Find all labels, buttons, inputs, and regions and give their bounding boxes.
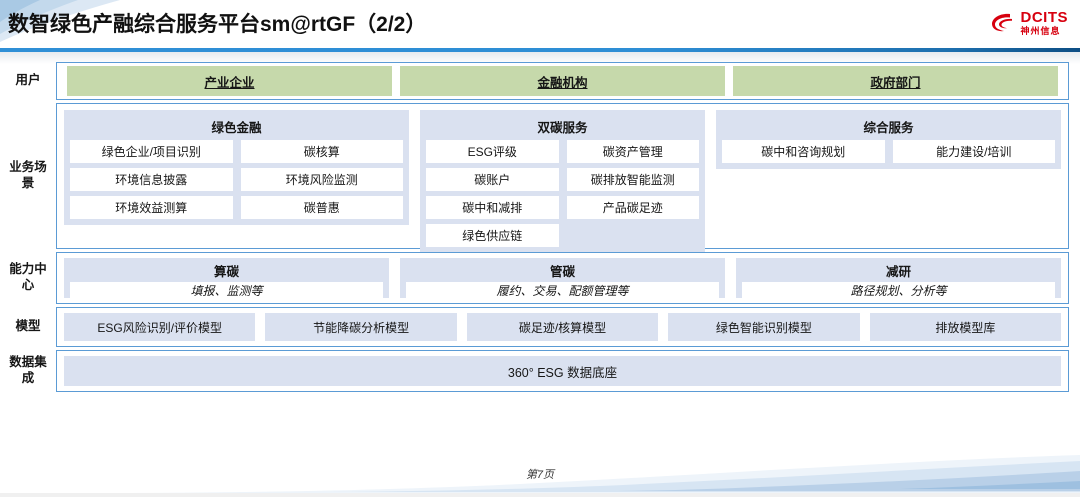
row-users: 用户 产业企业 金融机构 政府部门 — [0, 62, 1080, 100]
scenario-chip[interactable]: 碳排放智能监测 — [566, 168, 699, 191]
scenario-chip[interactable]: 产品碳足迹 — [566, 196, 699, 219]
logo-text-en: DCITS — [1020, 9, 1068, 26]
user-cell[interactable]: 产业企业 — [63, 66, 396, 96]
user-chip-financial[interactable]: 金融机构 — [400, 66, 725, 96]
panel-comprehensive-service: 综合服务 碳中和咨询规划 能力建设/培训 — [716, 110, 1061, 169]
model-container: ESG风险识别/评价模型 节能降碳分析模型 碳足迹/核算模型 绿色智能识别模型 … — [56, 307, 1069, 347]
user-cell[interactable]: 政府部门 — [729, 66, 1062, 96]
brand-logo: DCITS 神州信息 — [990, 6, 1069, 40]
title-divider-shadow — [0, 52, 1080, 64]
data-container: 360° ESG 数据底座 — [56, 350, 1069, 392]
scenario-chip[interactable]: 绿色供应链 — [426, 224, 559, 247]
row-business-scenario: 业务场景 绿色金融 绿色企业/项目识别 碳核算 环境信息披露 环境风险监测 环境… — [0, 103, 1080, 253]
model-chip[interactable]: 碳足迹/核算模型 — [466, 313, 659, 341]
title-divider — [0, 48, 1080, 52]
logo-text-cn: 神州信息 — [1020, 26, 1061, 36]
scenario-chip[interactable]: 碳核算 — [240, 140, 403, 163]
panel-green-finance: 绿色金融 绿色企业/项目识别 碳核算 环境信息披露 环境风险监测 环境效益测算 … — [64, 110, 409, 225]
model-chip[interactable]: ESG风险识别/评价模型 — [64, 313, 256, 341]
business-container: 绿色金融 绿色企业/项目识别 碳核算 环境信息披露 环境风险监测 环境效益测算 … — [56, 103, 1069, 253]
user-cell[interactable]: 金融机构 — [396, 66, 729, 96]
capability-panel-calc-carbon[interactable]: 算碳 填报、监测等 — [64, 258, 389, 299]
user-chip-government-label: 政府部门 — [870, 75, 921, 90]
scenario-chip[interactable]: 碳中和减排 — [426, 196, 559, 219]
page-title: 数智绿色产融综合服务平台sm@rtGF（2/2） — [8, 13, 427, 36]
chip-grid-comprehensive: 碳中和咨询规划 能力建设/培训 — [722, 140, 1055, 163]
row-label-business: 业务场景 — [9, 160, 47, 190]
capability-panel-reduce-research[interactable]: 减研 路径规划、分析等 — [736, 258, 1061, 299]
panel-title-green-finance: 绿色金融 — [211, 121, 262, 135]
model-chip[interactable]: 排放模型库 — [869, 313, 1062, 341]
row-label-model: 模型 — [15, 319, 41, 334]
capability-title: 管碳 — [549, 265, 575, 279]
chip-grid-green-finance: 绿色企业/项目识别 碳核算 环境信息披露 环境风险监测 环境效益测算 碳普惠 — [70, 140, 403, 219]
model-chip[interactable]: 绿色智能识别模型 — [668, 313, 860, 341]
chip-grid-dual-carbon: ESG评级 碳资产管理 碳账户 碳排放智能监测 碳中和减排 产品碳足迹 绿色供应… — [426, 140, 699, 247]
panel-title-dual-carbon: 双碳服务 — [537, 121, 588, 135]
architecture-matrix: 用户 产业企业 金融机构 政府部门 业务场景 绿色金融 — [0, 62, 1080, 395]
row-data-integration: 数据集成 360° ESG 数据底座 — [0, 350, 1080, 392]
panel-title-comprehensive: 综合服务 — [863, 121, 914, 135]
scenario-chip[interactable]: 绿色企业/项目识别 — [70, 140, 233, 163]
user-chip-government[interactable]: 政府部门 — [733, 66, 1058, 96]
capability-subtitle: 填报、监测等 — [70, 282, 383, 299]
dcits-swoosh-icon — [990, 11, 1016, 35]
user-chip-financial-label: 金融机构 — [537, 75, 588, 90]
users-container: 产业企业 金融机构 政府部门 — [56, 62, 1069, 100]
row-capability-center: 能力中心 算碳 填报、监测等 管碳 履约、交易、配额管理等 减研 路径规划、分析… — [0, 252, 1080, 304]
panel-dual-carbon: 双碳服务 ESG评级 碳资产管理 碳账户 碳排放智能监测 碳中和减排 产品碳足迹… — [420, 110, 705, 253]
row-label-data: 数据集成 — [9, 355, 47, 385]
scenario-chip[interactable]: 环境效益测算 — [70, 196, 233, 219]
row-label-capability: 能力中心 — [9, 262, 47, 292]
user-chip-industry[interactable]: 产业企业 — [67, 66, 392, 96]
scenario-chip[interactable]: ESG评级 — [426, 140, 559, 163]
capability-subtitle: 履约、交易、配额管理等 — [406, 282, 719, 299]
scenario-chip[interactable]: 碳账户 — [426, 168, 559, 191]
scenario-chip[interactable]: 碳普惠 — [240, 196, 403, 219]
row-model: 模型 ESG风险识别/评价模型 节能降碳分析模型 碳足迹/核算模型 绿色智能识别… — [0, 307, 1080, 347]
scenario-chip[interactable]: 能力建设/培训 — [892, 140, 1055, 163]
model-chip[interactable]: 节能降碳分析模型 — [265, 313, 457, 341]
scenario-chip[interactable]: 碳中和咨询规划 — [722, 140, 885, 163]
capability-title: 减研 — [885, 265, 911, 279]
scenario-chip[interactable]: 环境风险监测 — [240, 168, 403, 191]
scenario-chip[interactable]: 碳资产管理 — [566, 140, 699, 163]
user-chip-industry-label: 产业企业 — [204, 75, 255, 90]
capability-container: 算碳 填报、监测等 管碳 履约、交易、配额管理等 减研 路径规划、分析等 — [56, 252, 1069, 304]
data-foundation-chip[interactable]: 360° ESG 数据底座 — [64, 356, 1061, 386]
row-label-users: 用户 — [15, 73, 41, 88]
page-number: 第7页 — [525, 469, 555, 481]
capability-title: 算碳 — [213, 265, 239, 279]
capability-subtitle: 路径规划、分析等 — [742, 282, 1055, 299]
slide-header: 数智绿色产融综合服务平台sm@rtGF（2/2） DCITS 神州信息 — [0, 0, 1080, 64]
capability-panel-manage-carbon[interactable]: 管碳 履约、交易、配额管理等 — [400, 258, 725, 299]
scenario-chip[interactable]: 环境信息披露 — [70, 168, 233, 191]
